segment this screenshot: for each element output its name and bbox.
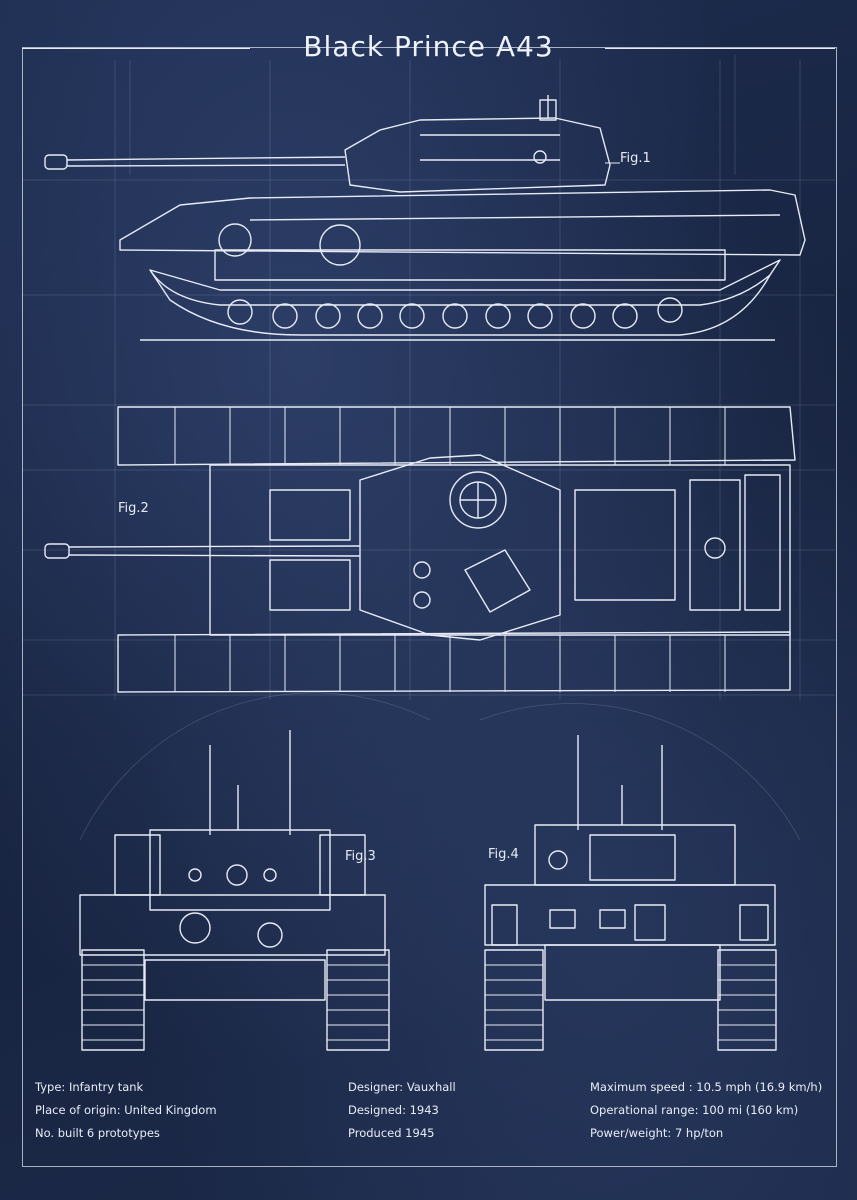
title-rule-right [605, 48, 835, 49]
spec-origin: Place of origin: United Kingdom [35, 1103, 217, 1117]
spec-power-weight: Power/weight: 7 hp/ton [590, 1126, 724, 1140]
title-rule-left [22, 48, 250, 49]
fig2-top-view [44, 406, 796, 693]
construction-grid [22, 55, 835, 841]
spec-designed: Designed: 1943 [348, 1103, 439, 1117]
fig3-label: Fig.3 [345, 849, 376, 864]
fig1-side-view [44, 95, 806, 341]
blueprint-frame [22, 47, 837, 1167]
spec-max-speed: Maximum speed : 10.5 mph (16.9 km/h) [590, 1080, 823, 1094]
spec-built: No. built 6 prototypes [35, 1126, 160, 1140]
spec-produced: Produced 1945 [348, 1126, 435, 1140]
spec-type: Type: Infantry tank [35, 1080, 144, 1094]
fig4-rear-view [484, 735, 777, 1051]
fig3-front-view [79, 730, 390, 1051]
fig2-label: Fig.2 [118, 501, 149, 516]
fig1-label: Fig.1 [620, 151, 651, 166]
spec-range: Operational range: 100 mi (160 km) [590, 1103, 799, 1117]
fig4-label: Fig.4 [488, 847, 519, 862]
spec-designer: Designer: Vauxhall [348, 1080, 456, 1094]
page-title: Black Prince A43 [303, 30, 554, 63]
